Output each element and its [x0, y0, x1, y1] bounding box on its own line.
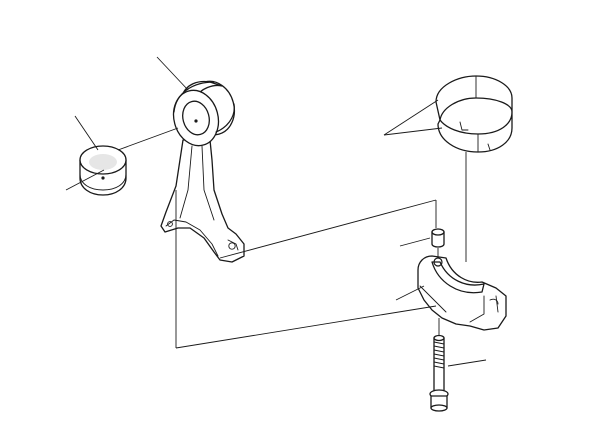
- rod-cap-icon: [417, 255, 507, 331]
- oil-hole: [194, 119, 198, 123]
- bolt-icon: [429, 334, 449, 412]
- bearing-shell-icon: [435, 75, 513, 153]
- dowel-icon: [431, 228, 445, 248]
- bushing-icon: [79, 145, 127, 196]
- leader-lines: [65, 56, 487, 367]
- connecting-rod-icon: [160, 80, 245, 263]
